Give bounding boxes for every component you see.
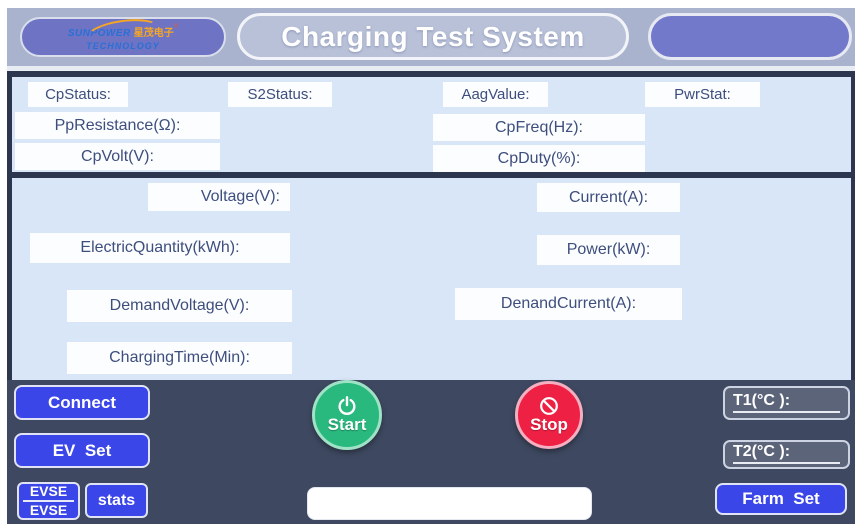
cp-freq-label: CpFreq(Hz): [433, 114, 645, 141]
t1-label: T1(°C ): [733, 391, 791, 409]
farm-set-button[interactable]: Farm Set [715, 483, 847, 515]
charging-time-label: ChargingTime(Min): [67, 342, 292, 374]
stop-label: Stop [530, 415, 568, 434]
stop-button[interactable]: Stop [515, 381, 583, 449]
evse-top-label: EVSE [29, 482, 68, 499]
stats-button[interactable]: stats [85, 483, 148, 518]
page-title-pill: Charging Test System [237, 13, 629, 60]
logo-registered-mark: ® [173, 23, 179, 30]
evse-bottom-label: EVSE [29, 502, 68, 518]
ev-set-button[interactable]: EV Set [14, 433, 150, 468]
demand-current-label: DenandCurrent(A): [455, 288, 682, 320]
prohibition-icon [540, 397, 558, 415]
pwr-stat-label: PwrStat: [645, 82, 760, 107]
start-label: Start [327, 415, 367, 434]
connect-button[interactable]: Connect [14, 385, 150, 420]
header-empty-pill [648, 13, 852, 60]
evse-toggle-button[interactable]: EVSE EVSE [17, 482, 80, 520]
power-icon [338, 396, 356, 415]
electric-quantity-label: ElectricQuantity(kWh): [30, 233, 290, 263]
t2-underline: T2(°C ): [733, 443, 840, 464]
cp-volt-label: CpVolt(V): [15, 143, 220, 170]
t1-underline: T1(°C ): [733, 392, 840, 413]
logo-line2: TECHNOLOGY [86, 40, 160, 51]
pp-resistance-label: PpResistance(Ω): [15, 112, 220, 139]
cp-duty-label: CpDuty(%): [433, 145, 645, 172]
demand-voltage-label: DemandVoltage(V): [67, 290, 292, 322]
voltage-label: Voltage(V): [148, 183, 290, 211]
header-divider [7, 66, 855, 72]
current-label: Current(A): [537, 183, 680, 212]
evse-divider [23, 500, 74, 502]
message-input[interactable] [307, 487, 592, 520]
start-button[interactable]: Start [312, 380, 382, 450]
power-label: Power(kW): [537, 235, 680, 265]
logo-chinese: 星茂电子 [133, 27, 174, 39]
t1-temperature-field: T1(°C ): [723, 386, 850, 420]
page-title: Charging Test System [281, 20, 585, 52]
t2-label: T2(°C ): [733, 443, 791, 460]
s2-status-label: S2Status: [228, 82, 332, 107]
t2-temperature-field: T2(°C ): [723, 440, 850, 469]
logo-line1: SUNPOWER [67, 27, 131, 39]
aag-value-label: AagValue: [443, 82, 548, 107]
cp-status-label: CpStatus: [28, 82, 128, 107]
